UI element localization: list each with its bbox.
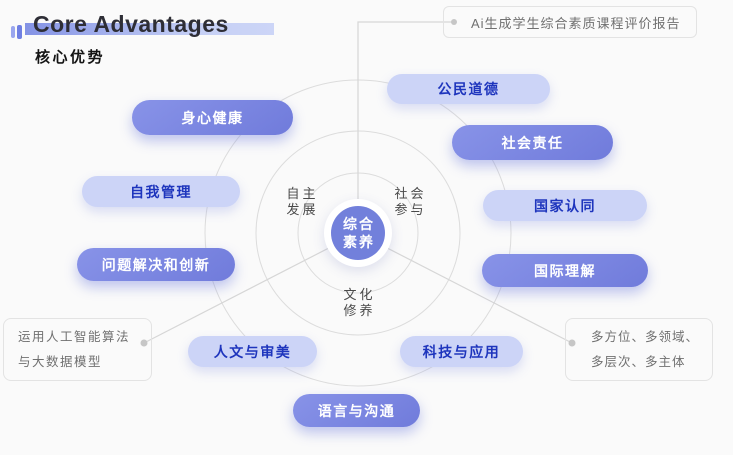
callout-algorithm-line2: 与大数据模型 [18, 354, 103, 369]
sector-text: 修养 [343, 303, 376, 319]
center-label-line1: 综合 [343, 215, 375, 232]
page-title: Core Advantages [33, 11, 229, 37]
pill-international-understanding: 国际理解 [482, 254, 648, 287]
pill-technology-application: 科技与应用 [400, 336, 523, 367]
sector-text: 参与 [394, 202, 427, 218]
pill-social-responsibility: 社会责任 [452, 125, 613, 160]
callout-algorithm-line1: 运用人工智能算法 [18, 330, 131, 345]
pill-physical-mental-health: 身心健康 [132, 100, 293, 135]
page-subtitle: 核心优势 [35, 49, 106, 66]
pill-humanities-aesthetics: 人文与审美 [188, 336, 317, 367]
pill-civic-morality: 公民道德 [387, 74, 550, 104]
connector-dot-right [568, 339, 576, 347]
sector-label-self-development: 自主 发展 [270, 186, 332, 219]
sector-text: 发展 [286, 202, 319, 218]
connector-line-top [357, 21, 452, 233]
sector-label-social-participation: 社会 参与 [378, 186, 440, 219]
callout-ai-report: Ai生成学生综合素质课程评价报告 [443, 6, 697, 38]
title-highlight-band [25, 23, 274, 35]
center-circle: 综合 素养 [331, 206, 385, 260]
sector-text: 自主 [286, 186, 319, 201]
pill-national-identity: 国家认同 [483, 190, 647, 221]
callout-dimensions-line1: 多方位、多领域、 [591, 330, 700, 345]
pill-problem-solving-innovation: 问题解决和创新 [77, 248, 235, 281]
callout-dimensions-line2: 多层次、多主体 [591, 354, 686, 369]
connector-line-bottom-right [357, 232, 573, 344]
title-accent-bar-2 [17, 25, 22, 39]
title-accent-bar-1 [11, 26, 15, 38]
callout-ai-report-text: Ai生成学生综合素质课程评价报告 [471, 15, 681, 31]
connector-line-bottom-left [143, 232, 359, 344]
center-label-line2: 素养 [343, 234, 375, 250]
pill-language-communication: 语言与沟通 [293, 394, 420, 427]
sector-text: 社会 [394, 186, 427, 201]
connector-dot-left [140, 339, 148, 347]
callout-dimensions: 多方位、多领域、 多层次、多主体 [565, 318, 713, 381]
callout-algorithm: 运用人工智能算法 与大数据模型 [3, 318, 152, 381]
sector-label-cultural-cultivation: 文化 修养 [327, 287, 389, 320]
pill-self-management: 自我管理 [82, 176, 240, 207]
sector-text: 文化 [343, 287, 376, 302]
connector-dot-top [451, 19, 457, 25]
radial-connector-lines [143, 21, 573, 344]
connector-dots [140, 19, 576, 347]
